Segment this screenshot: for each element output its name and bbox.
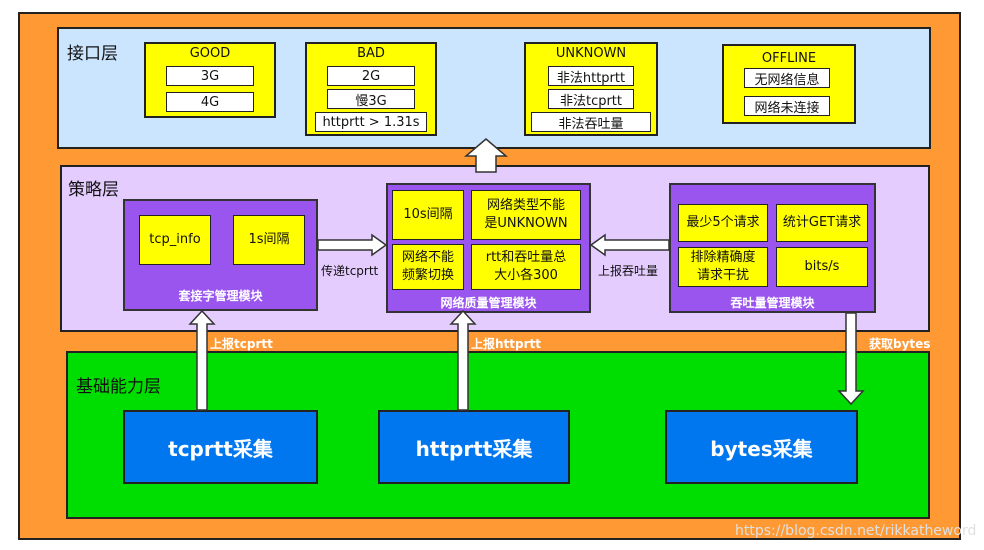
throughput-cell: bits/s: [776, 247, 868, 287]
good-item: 3G: [166, 66, 254, 86]
tcprtt-collector: tcprtt采集: [123, 410, 318, 484]
strategy-layer-title: 策略层: [68, 180, 119, 200]
throughput-cell: 排除精确度 请求干扰: [678, 247, 768, 287]
offline-group: OFFLINE 无网络信息 网络未连接: [722, 44, 856, 124]
quality-cell: rtt和吞吐量总 大小各300: [471, 244, 581, 290]
offline-title: OFFLINE: [761, 51, 817, 66]
bad-item: httprtt > 1.31s: [315, 112, 427, 132]
report-tcprtt-label: 上报tcprtt: [210, 337, 273, 351]
report-httprtt-label: 上报httprtt: [471, 337, 541, 351]
interface-layer-title: 接口层: [67, 44, 118, 64]
bad-title: BAD: [357, 46, 385, 61]
quality-cell: 10s间隔: [392, 190, 464, 240]
quality-module: 10s间隔 网络类型不能 是UNKNOWN 网络不能 频繁切换 rtt和吞吐量总…: [386, 183, 591, 313]
unknown-title: UNKNOWN: [555, 46, 627, 61]
base-layer-title: 基础能力层: [76, 377, 161, 397]
good-item: 4G: [166, 92, 254, 112]
bytes-collector: bytes采集: [665, 410, 858, 484]
throughput-cell: 统计GET请求: [776, 204, 868, 242]
throughput-module: 最少5个请求 统计GET请求 排除精确度 请求干扰 bits/s 吞吐量管理模块: [669, 183, 876, 313]
report-throughput-label: 上报吞吐量: [598, 264, 659, 278]
bad-group: BAD 2G 慢3G httprtt > 1.31s: [305, 42, 437, 136]
unknown-group: UNKNOWN 非法httprtt 非法tcprtt 非法吞吐量: [524, 42, 658, 136]
socket-module-label: 套接字管理模块: [178, 289, 263, 303]
pass-tcprtt-label: 传递tcprtt: [321, 264, 379, 278]
offline-item: 无网络信息: [744, 68, 830, 88]
good-group: GOOD 3G 4G: [144, 42, 276, 118]
httprtt-collector: httprtt采集: [378, 410, 570, 484]
socket-cell: tcp_info: [139, 215, 211, 265]
throughput-module-label: 吞吐量管理模块: [730, 296, 815, 310]
watermark: https://blog.csdn.net/rikkatheword: [735, 523, 977, 539]
socket-cell: 1s间隔: [233, 215, 305, 265]
unknown-item: 非法tcprtt: [548, 89, 634, 109]
get-bytes-label: 获取bytes: [869, 337, 931, 351]
socket-module: tcp_info 1s间隔 套接字管理模块: [123, 199, 318, 311]
bad-item: 2G: [327, 66, 415, 86]
good-title: GOOD: [189, 46, 231, 61]
throughput-cell: 最少5个请求: [678, 204, 768, 242]
quality-cell: 网络类型不能 是UNKNOWN: [471, 190, 581, 240]
unknown-item: 非法吞吐量: [531, 112, 651, 132]
unknown-item: 非法httprtt: [548, 66, 634, 86]
quality-module-label: 网络质量管理模块: [440, 296, 537, 310]
bad-item: 慢3G: [327, 89, 415, 109]
quality-cell: 网络不能 频繁切换: [392, 244, 464, 290]
offline-item: 网络未连接: [744, 96, 830, 116]
